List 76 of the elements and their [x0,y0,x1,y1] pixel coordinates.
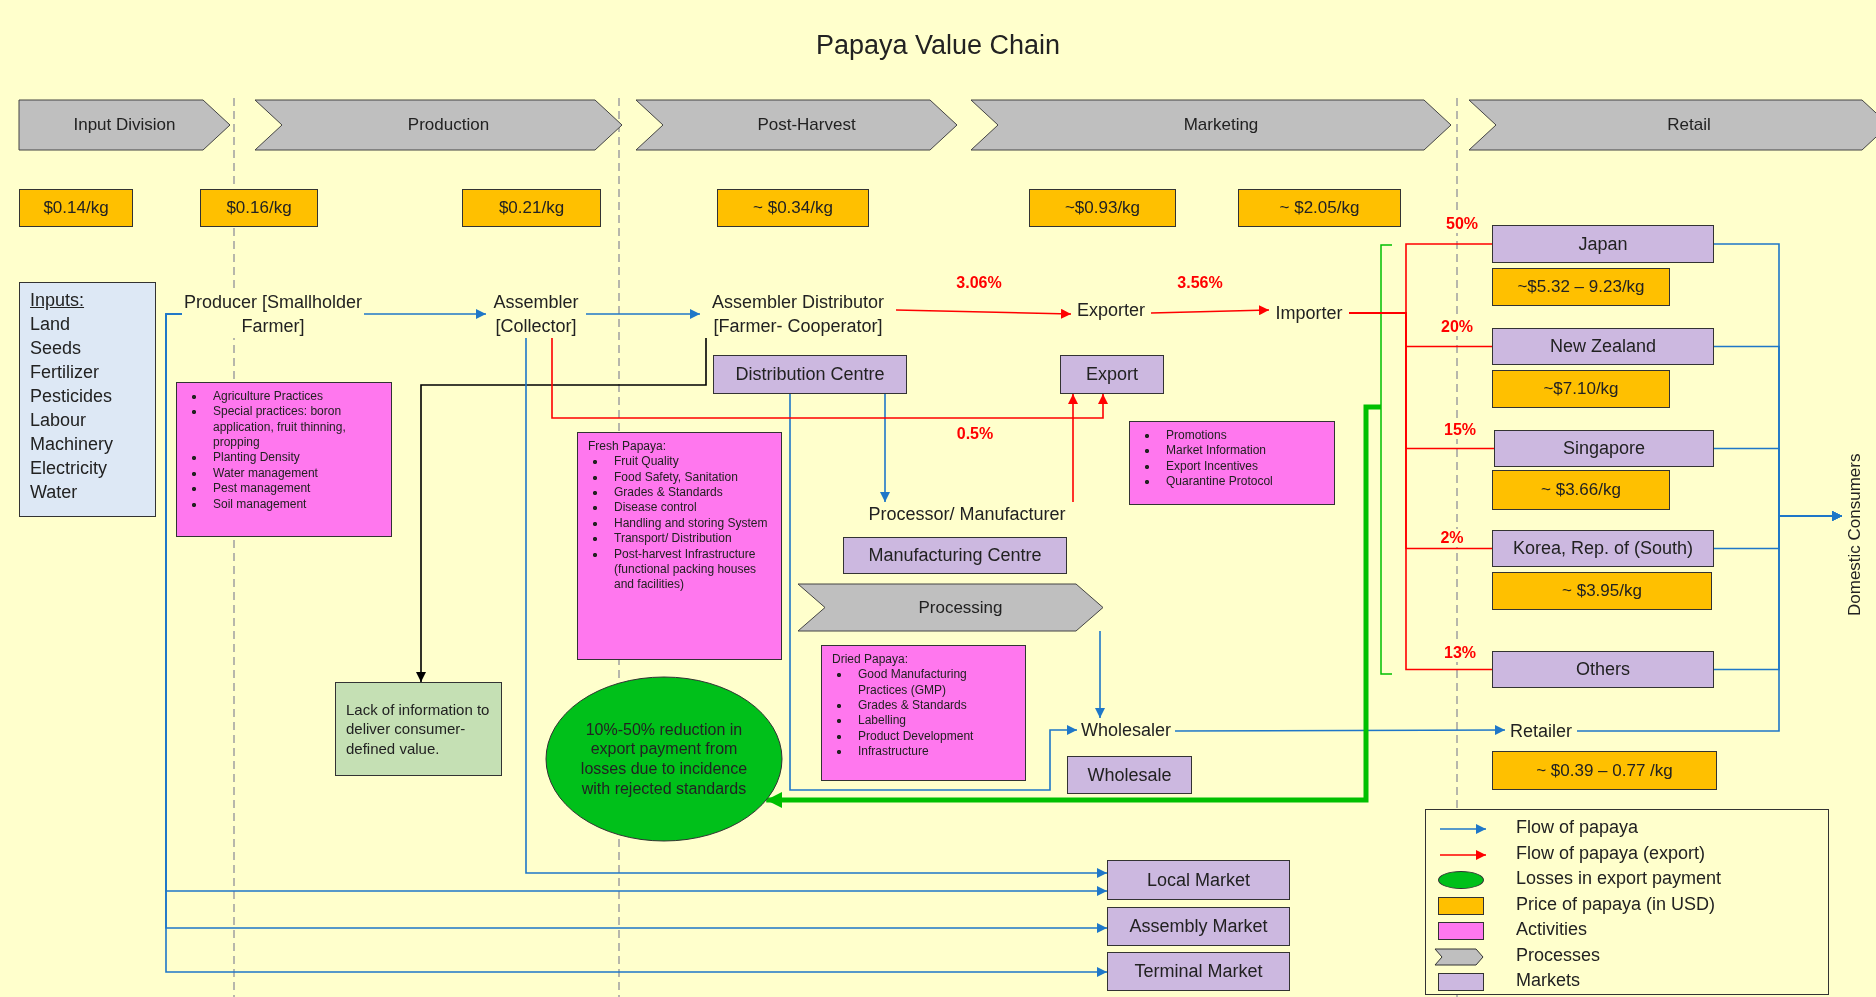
price-box: ~ $0.34/kg [717,189,869,227]
flow-arrow [585,309,701,319]
flow-arrow [1095,630,1105,719]
edge-label: 2% [1438,529,1466,547]
edge-label: 50% [1444,215,1480,233]
list-item: Pesticides [30,384,114,408]
market-box: Export [1060,355,1164,394]
price-box: ~$5.32 – 9.23/kg [1492,268,1670,306]
flow-arrow [1174,725,1506,736]
inputs-box [19,282,156,517]
activity-box [176,382,392,537]
edge-label: 20% [1439,318,1475,336]
market-box: Distribution Centre [713,355,907,394]
list-item: Labour [30,408,88,432]
legend-label: Activities [1516,919,1587,940]
market-box: Manufacturing Centre [843,537,1067,574]
market-box: Wholesale [1067,756,1192,794]
legend-label: Price of papaya (in USD) [1516,893,1716,915]
price-box: ~ $3.66/kg [1492,470,1670,510]
activity-box [821,645,1026,781]
price-box: ~$0.93/kg [1029,189,1176,227]
market-box: New Zealand [1492,328,1714,365]
flow-arrow [766,404,1381,808]
flow-arrow [789,393,1078,791]
price-box: ~ $3.95/kg [1492,572,1712,610]
market-box: Terminal Market [1107,952,1290,991]
box-heading: Dried Papaya: [832,652,910,668]
price-box: ~$7.10/kg [1492,370,1670,408]
legend-label: Flow of papaya [1516,817,1639,838]
market-box: Local Market [1107,860,1290,900]
process-stage-banner: Production [255,100,622,150]
box-heading: Fresh Papaya: [588,439,668,455]
legend-label: Markets [1516,970,1580,991]
price-box: ~ $2.05/kg [1238,189,1401,227]
flow-arrow [895,308,1072,319]
market-box: Assembly Market [1107,907,1290,946]
flow-arrow [1576,511,1843,732]
flow-arrow [1068,393,1078,503]
list-item: Land [30,312,72,336]
market-box: Japan [1492,225,1714,263]
flow-arrow [525,337,1108,878]
flow-arrow [1150,305,1270,316]
market-box: Korea, Rep. of (South) [1492,530,1714,567]
process-stage-banner: Input Division [19,100,230,150]
price-box: $0.14/kg [19,189,133,227]
actor-label: Domestic Consumers [1842,440,1868,630]
actor-label: Producer [Smallholder Farmer] [182,290,364,338]
list-item: Fertilizer [30,360,100,384]
price-box: $0.16/kg [200,189,318,227]
legend-label: Flow of papaya (export) [1516,842,1706,864]
legend-label: Losses in export payment [1516,868,1722,889]
edge-label: 15% [1442,421,1478,439]
process-stage-banner: Post-Harvest [636,100,957,150]
list-item: Machinery [30,432,115,456]
diagram-title: Papaya Value Chain [814,30,1062,61]
price-box: ~ $0.39 – 0.77 /kg [1492,751,1717,790]
flow-arrow [363,309,487,319]
note-box: Lack of information to deliver consumer-defined value. [335,682,502,776]
loss-ellipse: 10%-50% reduction in export payment from losses due to incidence with rejected standards [545,676,783,842]
process-stage-banner: Retail [1469,100,1876,150]
legend-label: Processes [1516,944,1601,966]
activity-box [577,432,782,660]
flow-arrow [551,337,1108,419]
list-item: Water [30,480,79,504]
list-item: Seeds [30,336,83,360]
market-box: Singapore [1494,430,1714,467]
edge-label: 13% [1442,644,1478,662]
flow-arrow [416,337,707,683]
price-box: $0.21/kg [462,189,601,227]
market-box: Others [1492,651,1714,688]
activity-box [1129,421,1335,505]
process-stage-banner: Processing [798,584,1103,631]
process-stage-banner: Marketing [971,100,1451,150]
flow-arrow [880,393,890,503]
list-item: Electricity [30,456,108,480]
box-heading: Inputs: [30,289,86,312]
